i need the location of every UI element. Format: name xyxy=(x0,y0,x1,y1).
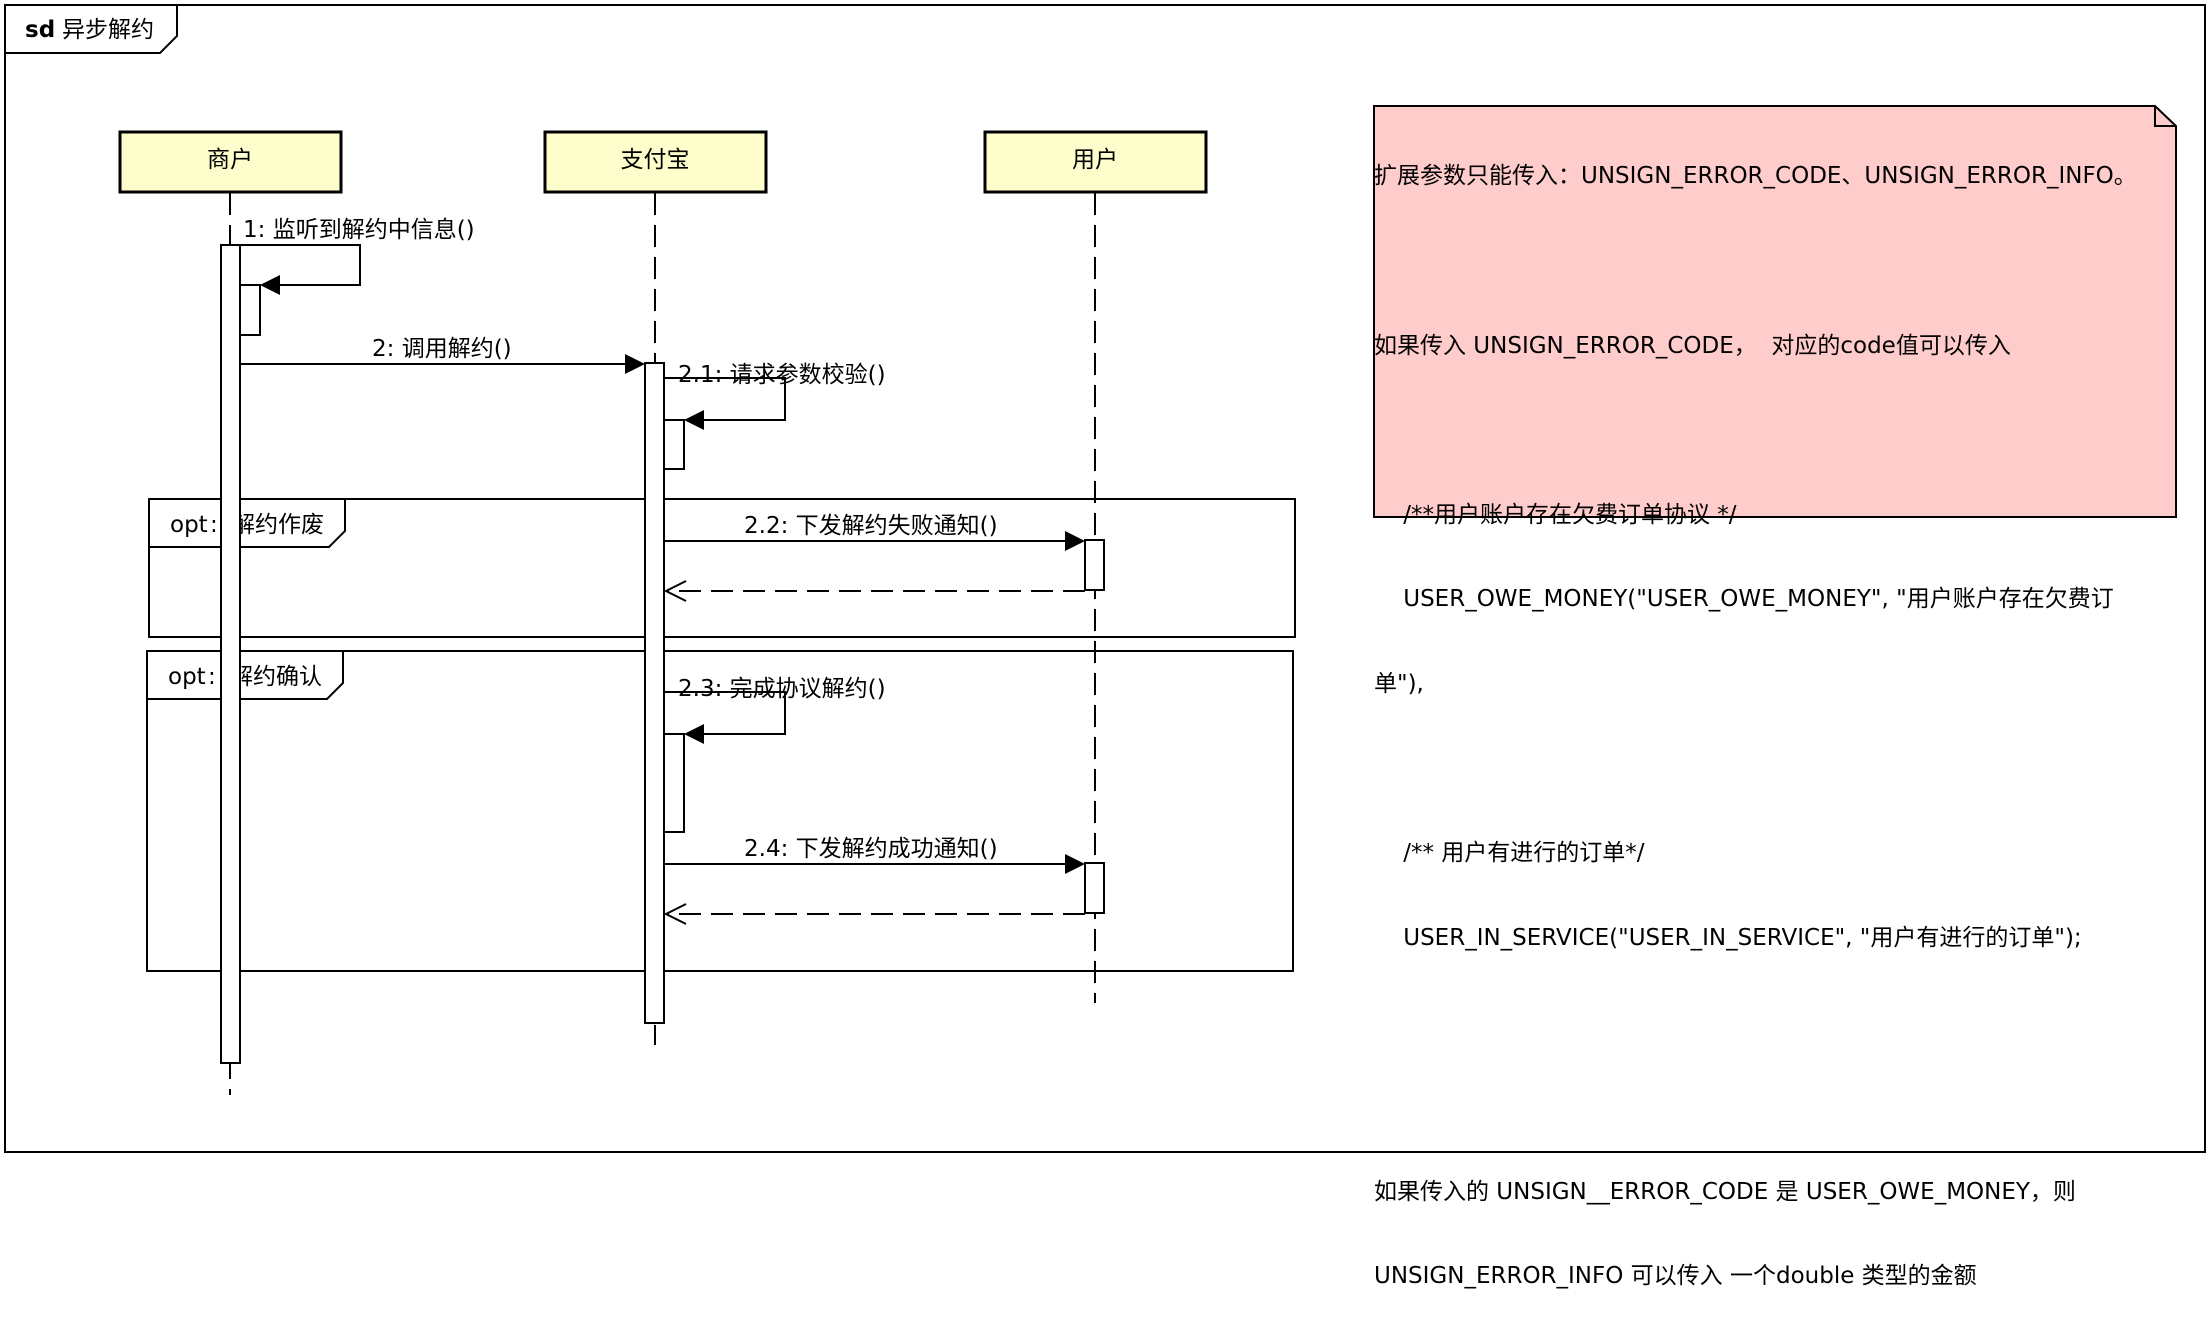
activation-user-fail xyxy=(1084,539,1105,591)
note-line: 扩展参数只能传入：UNSIGN_ERROR_CODE、UNSIGN_ERROR_… xyxy=(1374,163,2137,190)
message-label: 1: 监听到解约中信息() xyxy=(243,217,475,243)
activation-user-success xyxy=(1084,862,1105,914)
message-2-3-self-call[interactable]: 2.3: 完成协议解约() xyxy=(663,676,886,833)
note-line: USER_OWE_MONEY("USER_OWE_MONEY", "用户账户存在… xyxy=(1374,586,2114,613)
note-line: 如果传入 UNSIGN_ERROR_CODE， 对应的code值可以传入 xyxy=(1374,332,2011,359)
note-line: UNSIGN_ERROR_INFO 可以传入 一个double 类型的金额 xyxy=(1374,1263,1977,1290)
lifeline-alipay[interactable]: 支付宝 xyxy=(543,130,768,194)
lifeline-label: 用户 xyxy=(1072,147,1118,173)
message-label: 2.3: 完成协议解约() xyxy=(678,676,886,702)
fragment-operator: opt xyxy=(170,512,208,538)
fragment-guard: 解约确认 xyxy=(230,664,322,690)
message-label: 2: 调用解约() xyxy=(372,336,512,362)
note-line xyxy=(1374,1008,2164,1036)
note-line xyxy=(1374,1093,2164,1121)
frame-keyword: sd xyxy=(25,17,55,43)
frame-title: 异步解约 xyxy=(62,17,154,43)
note-line: /**用户账户存在欠费订单协议 */ xyxy=(1374,501,1737,528)
message-2-2-call[interactable]: 2.2: 下发解约失败通知() xyxy=(664,513,1085,551)
lifeline-merchant[interactable]: 商户 xyxy=(118,130,343,194)
lifeline-label: 商户 xyxy=(207,147,253,173)
note-box[interactable] xyxy=(1373,105,2177,518)
note-line: USER_IN_SERVICE("USER_IN_SERVICE", "用户有进… xyxy=(1374,924,2082,951)
frame-title-tab xyxy=(5,5,178,54)
return-2-4[interactable] xyxy=(663,903,1085,925)
fragment-separator: : xyxy=(210,512,218,538)
lifeline-label: 支付宝 xyxy=(621,147,690,173)
note-line xyxy=(1374,416,2164,444)
message-label: 2.2: 下发解约失败通知() xyxy=(744,513,998,539)
message-1-self-call[interactable]: 1: 监听到解约中信息() xyxy=(239,217,475,336)
note-text: 扩展参数只能传入：UNSIGN_ERROR_CODE、UNSIGN_ERROR_… xyxy=(1374,106,2164,1319)
fragment-separator: : xyxy=(208,664,216,690)
fragment-operator: opt xyxy=(168,664,206,690)
note-line xyxy=(1374,247,2164,275)
opt-fragment-cancel[interactable]: opt : 解约作废 xyxy=(148,498,1296,638)
message-label: 2.1: 请求参数校验() xyxy=(678,362,886,388)
sequence-diagram: sd 异步解约 商户 支付宝 用户 opt : 解约作废 opt : 解约确认 xyxy=(4,4,2206,1153)
lifeline-user[interactable]: 用户 xyxy=(983,130,1208,194)
opt-fragment-confirm[interactable]: opt : 解约确认 xyxy=(146,650,1294,972)
return-2-2[interactable] xyxy=(663,580,1085,602)
note-fold-corner xyxy=(2154,106,2176,127)
note-line: 如果传入的 UNSIGN__ERROR_CODE 是 USER_OWE_MONE… xyxy=(1374,1178,2076,1205)
note-line: 单"), xyxy=(1374,670,1424,697)
message-2-1-self-call[interactable]: 2.1: 请求参数校验() xyxy=(663,362,886,470)
message-2-call[interactable]: 2: 调用解约() xyxy=(240,336,645,374)
message-2-4-call[interactable]: 2.4: 下发解约成功通知() xyxy=(664,836,1085,874)
fragment-guard: 解约作废 xyxy=(232,512,324,538)
note-line: /** 用户有进行的订单*/ xyxy=(1374,840,1645,867)
note-line xyxy=(1374,755,2164,783)
activation-alipay xyxy=(644,362,665,1024)
activation-merchant xyxy=(220,244,241,1064)
message-label: 2.4: 下发解约成功通知() xyxy=(744,836,998,862)
